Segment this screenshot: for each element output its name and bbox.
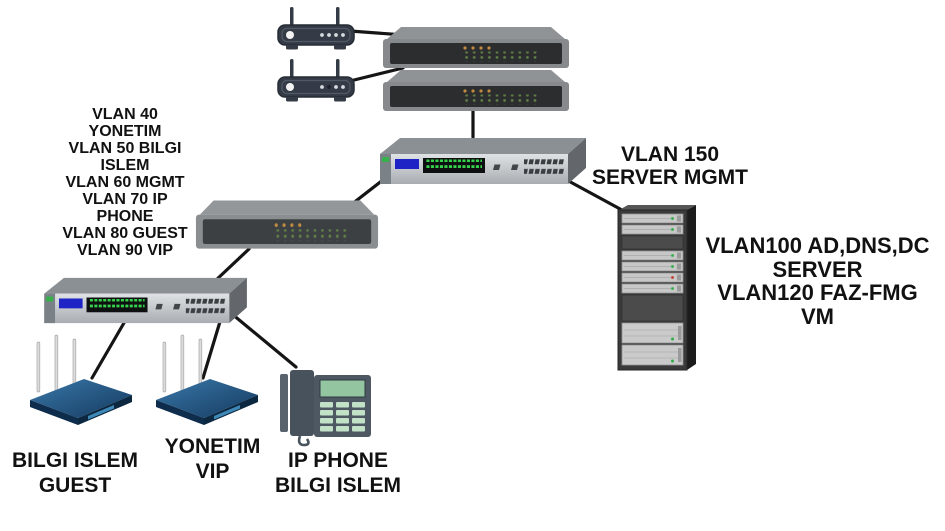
- core-switch: [372, 128, 602, 190]
- server-mgmt-line: VLAN 150: [620, 143, 720, 166]
- ip-phone-line: IP PHONE: [288, 449, 388, 472]
- ap-vip-line: YONETIM: [164, 435, 261, 458]
- server-mgmt-line: SERVER MGMT: [592, 166, 748, 189]
- wireless-router-2: [276, 57, 356, 105]
- server-mgmt-label: VLAN 150 SERVER MGMT: [575, 143, 765, 189]
- access-vlans-line: VLAN 40: [92, 106, 158, 123]
- server-vlans-line: VM: [801, 303, 834, 329]
- access-vlans-line: VLAN 70 IP: [82, 191, 168, 208]
- access-vlans-line: VLAN 90 VIP: [76, 242, 174, 259]
- distribution-appliance: [194, 197, 380, 251]
- access-vlans-line: ISLEM: [100, 157, 150, 174]
- wireless-router-1: [276, 5, 356, 53]
- server-rack: [616, 202, 701, 374]
- access-switch: [36, 268, 263, 329]
- ap-vip-label: YONETIM VIP: [140, 434, 285, 484]
- appliance-1: [381, 24, 571, 70]
- appliance-2: [381, 67, 571, 113]
- ip-phone-label: IP PHONE BILGI ISLEM: [262, 448, 414, 498]
- rack-appliance-icon: [383, 27, 569, 68]
- access-vlans-line: VLAN 60 MGMT: [65, 174, 185, 191]
- server-vlans-line: VLAN100 AD,DNS,DC: [705, 233, 930, 258]
- wireless-ap-icon: [30, 334, 132, 425]
- server-vlans-line: SERVER: [772, 256, 863, 282]
- access-point-guest: [26, 330, 136, 430]
- access-point-vip: [152, 330, 262, 430]
- ip-phone-icon: [280, 370, 371, 447]
- server-vlans-line: VLAN120 FAZ-FMG: [717, 280, 918, 305]
- rack-appliance-icon: [195, 200, 379, 249]
- wireless-ap-icon: [156, 334, 258, 425]
- switch-24port-icon: [44, 277, 247, 324]
- access-vlans-line: PHONE: [96, 208, 154, 225]
- access-vlans-line: YONETIM: [88, 123, 162, 140]
- ip-phone: [279, 362, 374, 447]
- access-vlans-label: VLAN 40 YONETIM VLAN 50 BILGI ISLEM VLAN…: [30, 106, 220, 259]
- wireless-router-icon: [277, 7, 355, 50]
- access-vlans-line: VLAN 80 GUEST: [62, 225, 188, 242]
- ip-phone-line: BILGI ISLEM: [275, 474, 401, 497]
- ap-guest-line: GUEST: [38, 474, 112, 497]
- rack-appliance-icon: [383, 70, 569, 111]
- ap-vip-line: VIP: [195, 460, 230, 483]
- access-vlans-line: VLAN 50 BILGI: [68, 140, 182, 157]
- ap-guest-label: BILGI ISLEM GUEST: [0, 448, 150, 498]
- server-vlans-label: VLAN100 AD,DNS,DC SERVER VLAN120 FAZ-FMG…: [695, 234, 940, 328]
- server-rack-icon: [617, 205, 696, 371]
- wireless-router-icon: [277, 59, 355, 102]
- ap-guest-line: BILGI ISLEM: [12, 449, 138, 472]
- switch-24port-icon: [380, 138, 586, 184]
